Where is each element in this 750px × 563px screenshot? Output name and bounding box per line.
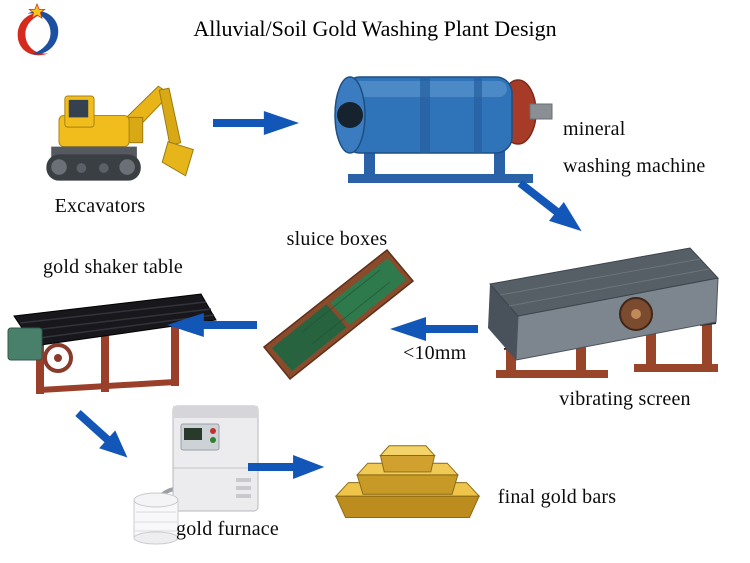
sluice-boxes-illustration [262,248,422,392]
label-particle-size: <10mm [403,342,467,364]
gold-bars-illustration [330,416,485,524]
label-mineral-washing-machine-line2: washing machine [563,155,706,177]
vibrating-screen-illustration [478,222,726,384]
arrow-washer-to-screen [511,171,593,244]
label-vibrating-screen: vibrating screen [559,388,691,410]
arrow-screen-to-sluice [388,314,478,344]
gold-shaker-table-illustration [6,278,221,403]
label-gold-furnace: gold furnace [176,518,279,540]
page-title: Alluvial/Soil Gold Washing Plant Design [193,16,557,41]
arrow-shaker-to-furnace [68,402,139,470]
mineral-washing-machine-illustration [322,52,567,192]
label-final-gold-bars: final gold bars [497,486,617,508]
label-sluice-boxes: sluice boxes [286,228,388,250]
label-gold-shaker-table: gold shaker table [42,256,184,278]
company-logo [8,2,66,62]
label-mineral-washing-machine-line1: mineral [563,118,626,140]
arrow-sluice-to-shaker [165,310,257,340]
logo-icon [17,2,59,56]
arrow-furnace-to-bars [248,452,326,482]
label-excavators: Excavators [54,195,146,217]
excavator-illustration [22,68,207,196]
gold-furnace-illustration [118,398,278,548]
arrow-excavator-to-washer [213,108,301,138]
